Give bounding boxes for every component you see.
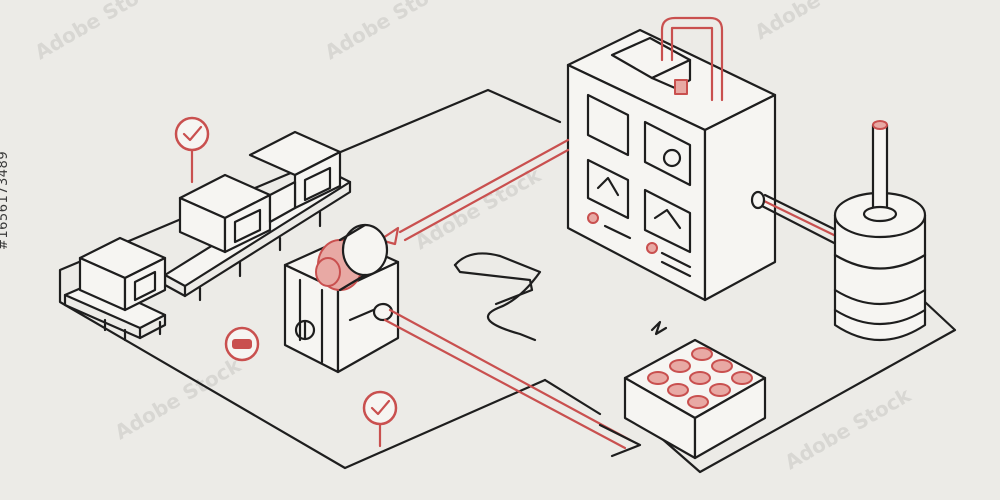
stock-number-label: #1656173489 [0,150,11,250]
generator-winch [283,223,400,374]
watermark-text: Adobe Stock [411,163,546,255]
connecting-pipe [750,190,842,247]
storage-tank [833,120,927,341]
floor-outline [58,88,957,474]
watermark-text: Adobe Stock [751,0,886,44]
watermark-text: Adobe Stock [781,383,916,475]
watermark-layer: Adobe Stock Adobe Stock Adobe Stock Adob… [31,0,916,474]
check-circle-icon [174,116,210,152]
check-circle-icon [362,390,398,426]
watermark-text: Adobe Stock [31,0,166,64]
flow-arrow-to-generator [378,138,570,246]
pallet-status-marker [174,116,210,184]
battery-cells [647,347,753,409]
watermark-text: Adobe Stock [321,0,456,64]
control-panel [566,16,777,302]
battery-crate [623,320,767,460]
floor-status-marker [362,390,398,448]
flow-arrow-to-floor [372,302,642,458]
generator-status-marker [224,326,260,362]
spark-icon [650,320,668,336]
pallet-conveyor [63,130,352,342]
